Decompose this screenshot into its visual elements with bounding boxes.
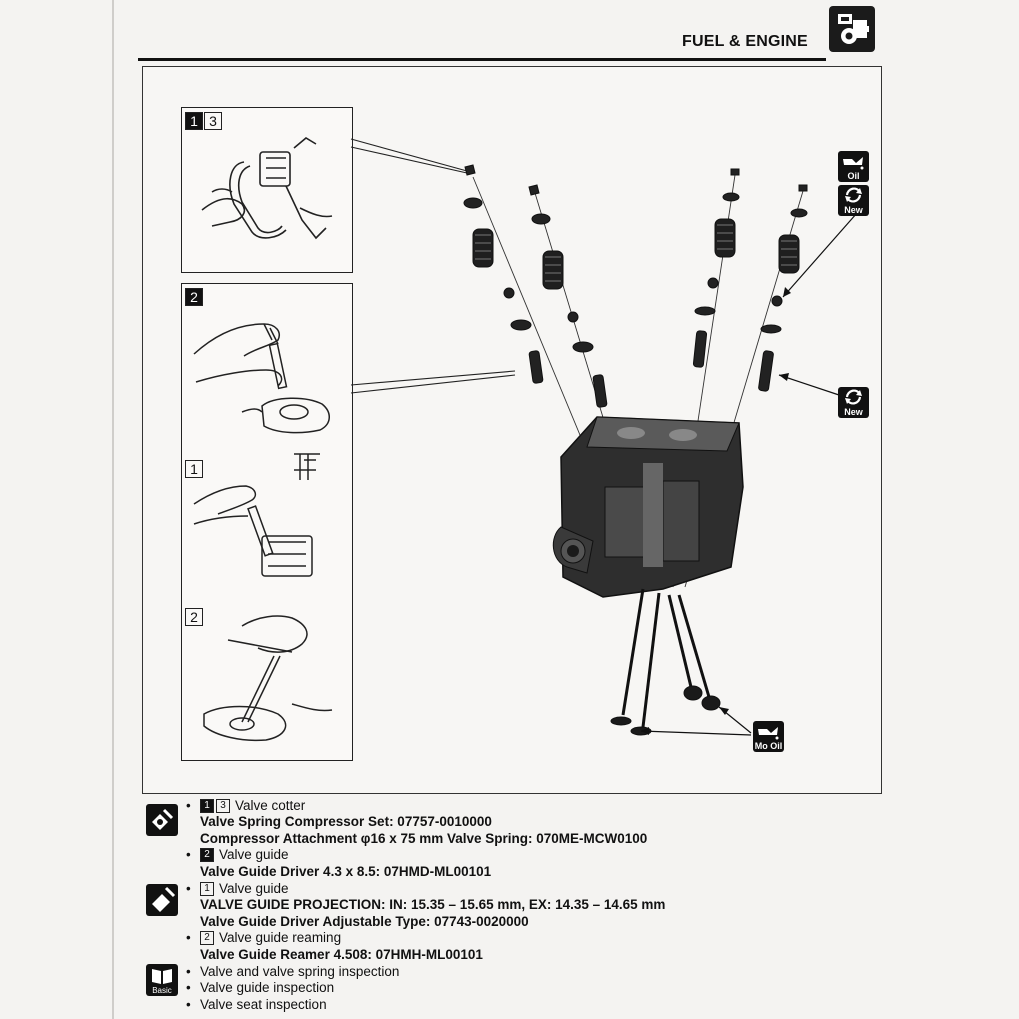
step-number: 1 <box>200 882 214 897</box>
tool-spec: Compressor Attachment φ16 x 75 mm Valve … <box>200 830 648 846</box>
basic-label: Basic <box>152 986 172 995</box>
step-number: 2 <box>200 848 214 863</box>
inset-valve-guide: 2 1 2 <box>181 283 353 761</box>
basic-item: •Valve guide inspection <box>186 980 335 996</box>
basic-item-label: Valve seat inspection <box>200 996 327 1012</box>
replace-new-icon: New <box>838 387 869 418</box>
tool-spec: Valve Spring Compressor Set: 07757-00100… <box>200 814 492 830</box>
valve-train-exploded-view <box>350 138 858 736</box>
fuel-engine-icon <box>829 6 875 52</box>
inset-spring-compressor: 1 3 <box>181 107 353 273</box>
page-edge <box>112 0 114 1019</box>
note-label: Valve cotter <box>235 798 306 813</box>
new-label: New <box>844 407 863 417</box>
basic-item: •Valve and valve spring inspection <box>186 964 400 980</box>
spring-compressor-illustration <box>201 137 333 240</box>
note-label: Valve guide reaming <box>219 930 342 946</box>
step-number: 2 <box>185 608 203 626</box>
special-tool-icon <box>146 804 178 836</box>
step-number: 1 <box>200 799 214 814</box>
tool-notes: • 1 3 Valve cotter Valve Spring Compress… <box>186 798 886 1013</box>
tool-spec: Valve Guide Driver Adjustable Type: 0774… <box>200 913 529 929</box>
step-number: 3 <box>216 799 230 814</box>
tool-spec: Valve Guide Reamer 4.508: 07HMH-ML00101 <box>200 946 483 962</box>
basic-item-label: Valve guide inspection <box>200 980 335 996</box>
note-label: Valve guide <box>219 847 289 863</box>
header-rule <box>138 58 826 61</box>
oil-label: Oil <box>847 171 860 181</box>
basic-manual-icon: Basic <box>146 964 178 996</box>
measurement-spec: VALVE GUIDE PROJECTION: IN: 15.35 – 15.6… <box>200 897 666 913</box>
step-number: 1 <box>185 460 203 478</box>
diagram-frame: 1 3 2 1 2 <box>142 66 882 794</box>
oil-can-icon: Oil <box>838 151 869 182</box>
new-label: New <box>844 205 863 215</box>
basic-item-label: Valve and valve spring inspection <box>200 964 400 980</box>
step-number: 2 <box>185 288 203 306</box>
specification-icon <box>146 884 178 916</box>
note-line: • 1 3 Valve cotter <box>186 798 306 814</box>
mo-oil-label: Mo Oil <box>754 741 783 751</box>
note-line: • 2 Valve guide reaming <box>186 930 342 946</box>
tool-spec: Valve Guide Driver 4.3 x 8.5: 07HMD-ML00… <box>200 863 492 879</box>
replace-new-icon: New <box>838 185 869 216</box>
step-number: 3 <box>204 112 222 130</box>
note-line: • 1 Valve guide <box>186 881 289 897</box>
note-label: Valve guide <box>219 881 289 897</box>
note-line: • 2 Valve guide <box>186 847 289 863</box>
molybdenum-oil-icon: Mo Oil <box>753 721 784 752</box>
step-number: 2 <box>200 931 214 946</box>
section-title: FUEL & ENGINE <box>682 33 808 50</box>
step-number: 1 <box>185 112 203 130</box>
valve-guide-illustration <box>193 323 333 742</box>
basic-item: •Valve seat inspection <box>186 996 327 1012</box>
